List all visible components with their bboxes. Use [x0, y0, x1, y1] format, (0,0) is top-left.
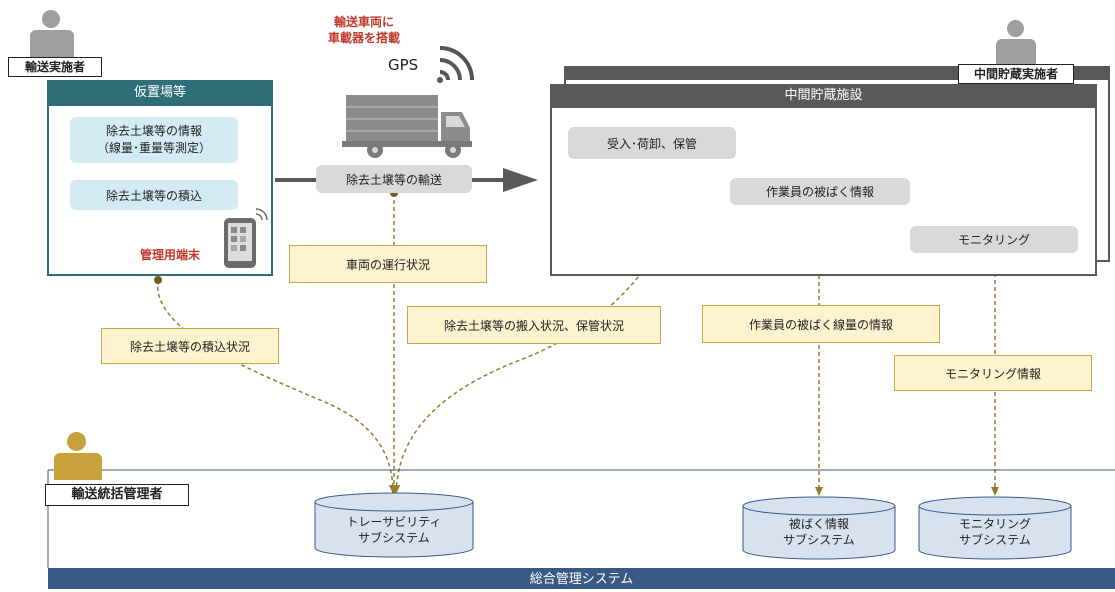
traceability-subsystem-db: トレーサビリティ サブシステム: [314, 492, 474, 558]
temp-storage-info-line1: 除去土壌等の情報: [105, 124, 202, 138]
monitoring-subsystem-db: モニタリング サブシステム: [918, 496, 1072, 560]
transport-executor-label: 輸送実施者: [8, 57, 102, 77]
transport-manager-label: 輸送統括管理者: [45, 484, 189, 506]
exposure-line1: 被ばく情報: [788, 517, 849, 531]
flow-line-loading: [156, 279, 397, 494]
vehicle-status-label: 車両の運行状況: [289, 245, 487, 283]
facility-monitoring-item: モニタリング: [910, 226, 1078, 253]
vehicle-note-line1: 輸送車両に: [333, 15, 394, 29]
tablet-icon: [224, 218, 256, 268]
exposure-subsystem-db: 被ばく情報 サブシステム: [742, 496, 896, 560]
facility-exposure-item: 作業員の被ばく情報: [730, 178, 910, 205]
temp-storage-loading-item: 除去土壌等の積込: [70, 180, 238, 210]
exposure-line2: サブシステム: [783, 533, 855, 547]
interim-executor-person-icon: [996, 20, 1036, 64]
monitoring-info-label: モニタリング情報: [894, 355, 1092, 391]
terminal-label: 管理用端末: [140, 248, 201, 262]
worker-dose-label: 作業員の被ばく線量の情報: [702, 305, 940, 343]
interim-executor-label: 中間貯蔵実施者: [958, 64, 1074, 84]
traceability-line1: トレーサビリティ: [346, 515, 442, 529]
temp-storage-info-line2: （線量･重量等測定）: [96, 141, 211, 155]
dot-terminal: [154, 276, 162, 284]
integrated-system-bar: 総合管理システム: [48, 568, 1115, 589]
transport-label: 除去土壌等の輸送: [316, 165, 472, 193]
traceability-line2: サブシステム: [358, 531, 430, 545]
monitoring-sub-line1: モニタリング: [958, 517, 1031, 531]
monitoring-sub-line2: サブシステム: [959, 533, 1031, 547]
gps-label: GPS: [388, 56, 419, 74]
delivery-status-label: 除去土壌等の搬入状況、保管状況: [407, 306, 661, 344]
facility-receiving-item: 受入･荷卸、保管: [568, 127, 736, 159]
transport-arrowhead: [503, 168, 538, 192]
temp-storage-info-item: 除去土壌等の情報 （線量･重量等測定）: [70, 117, 238, 163]
transport-executor-person-icon: [30, 10, 74, 58]
loading-status-label: 除去土壌等の積込状況: [101, 328, 279, 364]
transport-manager-person-icon: [52, 432, 104, 480]
facility-title: 中間貯蔵施設: [550, 84, 1097, 108]
temp-storage-title: 仮置場等: [47, 80, 273, 106]
vehicle-note-line2: 車載器を搭載: [327, 31, 400, 45]
vehicle-note: 輸送車両に 車載器を搭載: [314, 14, 414, 46]
